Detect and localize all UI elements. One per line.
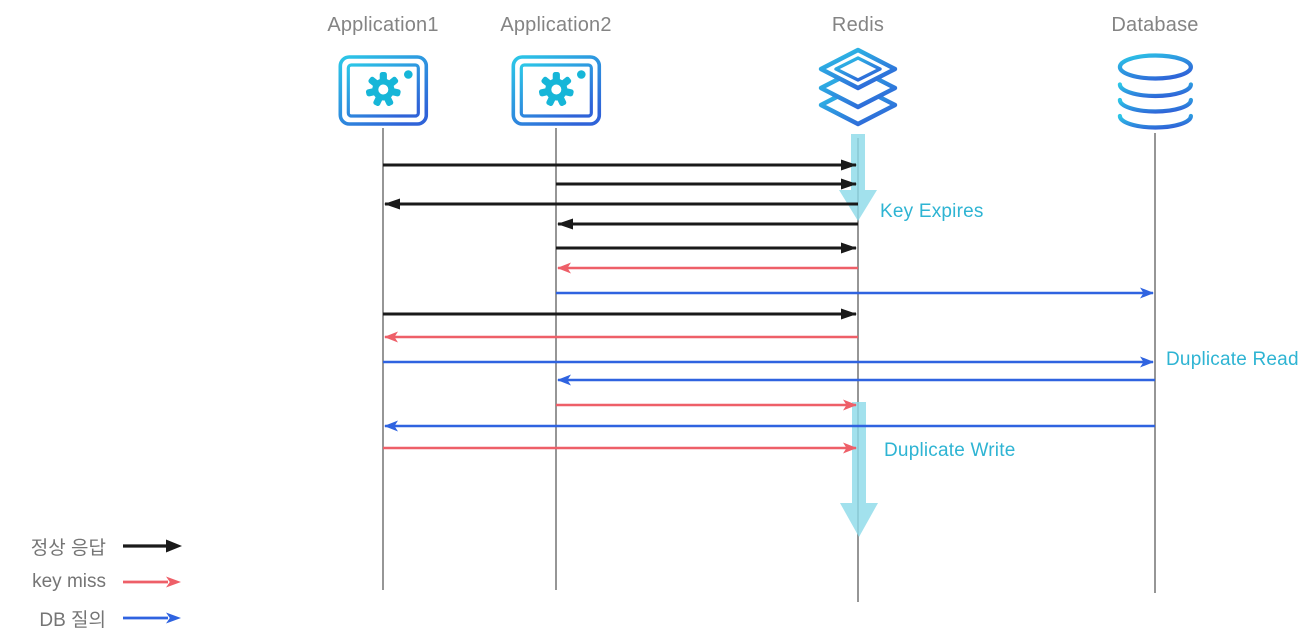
legend-label-db-query: DB 질의 — [39, 609, 106, 631]
actor-label: Application2 — [500, 14, 612, 36]
annotation-label: Key Expires — [880, 201, 984, 222]
legend-arrow-normal-icon — [121, 539, 183, 553]
actor-application2: Application2 — [500, 13, 611, 126]
legend-label-key-miss: key miss — [32, 571, 106, 592]
legend-row-key-miss: key miss — [20, 564, 183, 600]
actor-application1: Application1 — [327, 13, 438, 126]
legend-label-normal: 정상 응답 — [30, 537, 106, 559]
app-window-gear-icon — [338, 55, 428, 126]
layer-stack-icon — [818, 47, 898, 127]
legend-row-db-query: DB 질의 — [20, 600, 183, 636]
actor-database: Database — [1111, 13, 1198, 132]
legend: 정상 응답 key miss DB 질의 — [20, 528, 183, 636]
flow-down-arrow — [840, 402, 878, 537]
app-window-gear-icon — [511, 55, 601, 126]
actor-label: Application1 — [327, 14, 439, 36]
legend-arrow-key-miss-icon — [121, 575, 183, 589]
actor-label: Database — [1111, 14, 1199, 36]
actor-redis: Redis — [814, 13, 902, 136]
annotation-label: Duplicate Read — [1166, 349, 1299, 370]
annotation-label: Duplicate Write — [884, 440, 1015, 461]
flow-down-arrow — [839, 134, 877, 221]
actor-label: Redis — [831, 14, 885, 36]
legend-row-normal: 정상 응답 — [20, 528, 183, 564]
database-cylinder-icon — [1117, 53, 1193, 130]
legend-arrow-db-query-icon — [121, 611, 183, 625]
